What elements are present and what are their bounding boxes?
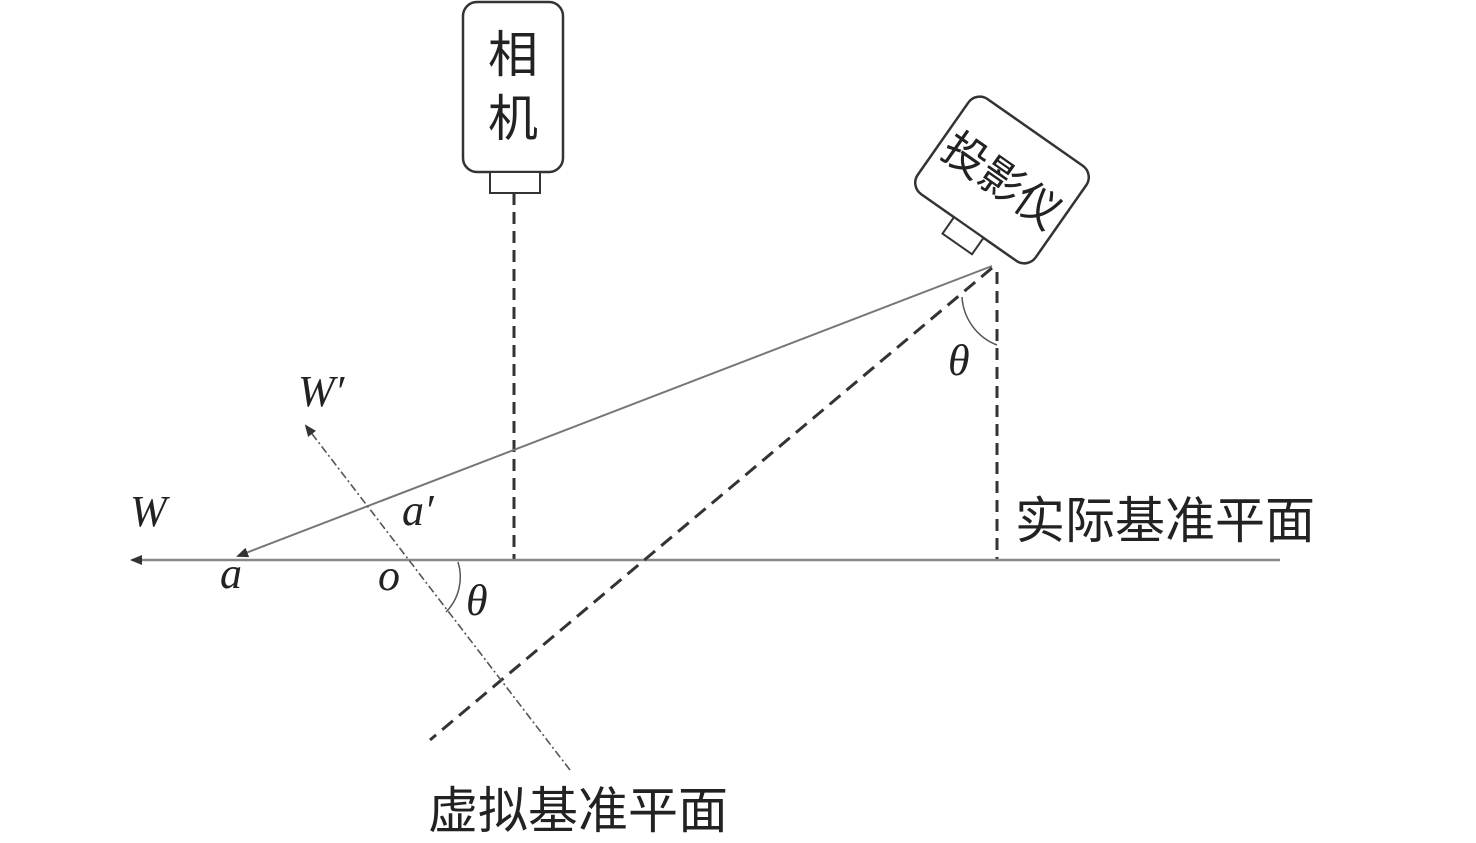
label-virtual-plane: 虚拟基准平面	[428, 782, 728, 840]
label-theta-projector: θ	[948, 336, 970, 385]
label-theta-o: θ	[466, 576, 488, 625]
label-w: W	[130, 487, 170, 536]
label-a: a	[220, 549, 242, 598]
label-actual-plane: 实际基准平面	[1015, 492, 1315, 550]
angle-arc-projector	[961, 296, 998, 346]
label-o: o	[378, 551, 400, 600]
projector-optical-axis	[429, 266, 993, 742]
virtual-reference-plane-line	[304, 424, 571, 771]
camera-label-2: 机	[488, 90, 538, 148]
camera-label-1: 相	[488, 26, 538, 84]
camera: 相 机	[461, 0, 565, 194]
projection-ray	[236, 265, 993, 558]
label-w-prime: W′	[298, 367, 346, 416]
projector: 投影仪	[914, 95, 1090, 265]
label-a-prime: a′	[402, 486, 435, 535]
angle-arc-o	[445, 561, 462, 613]
